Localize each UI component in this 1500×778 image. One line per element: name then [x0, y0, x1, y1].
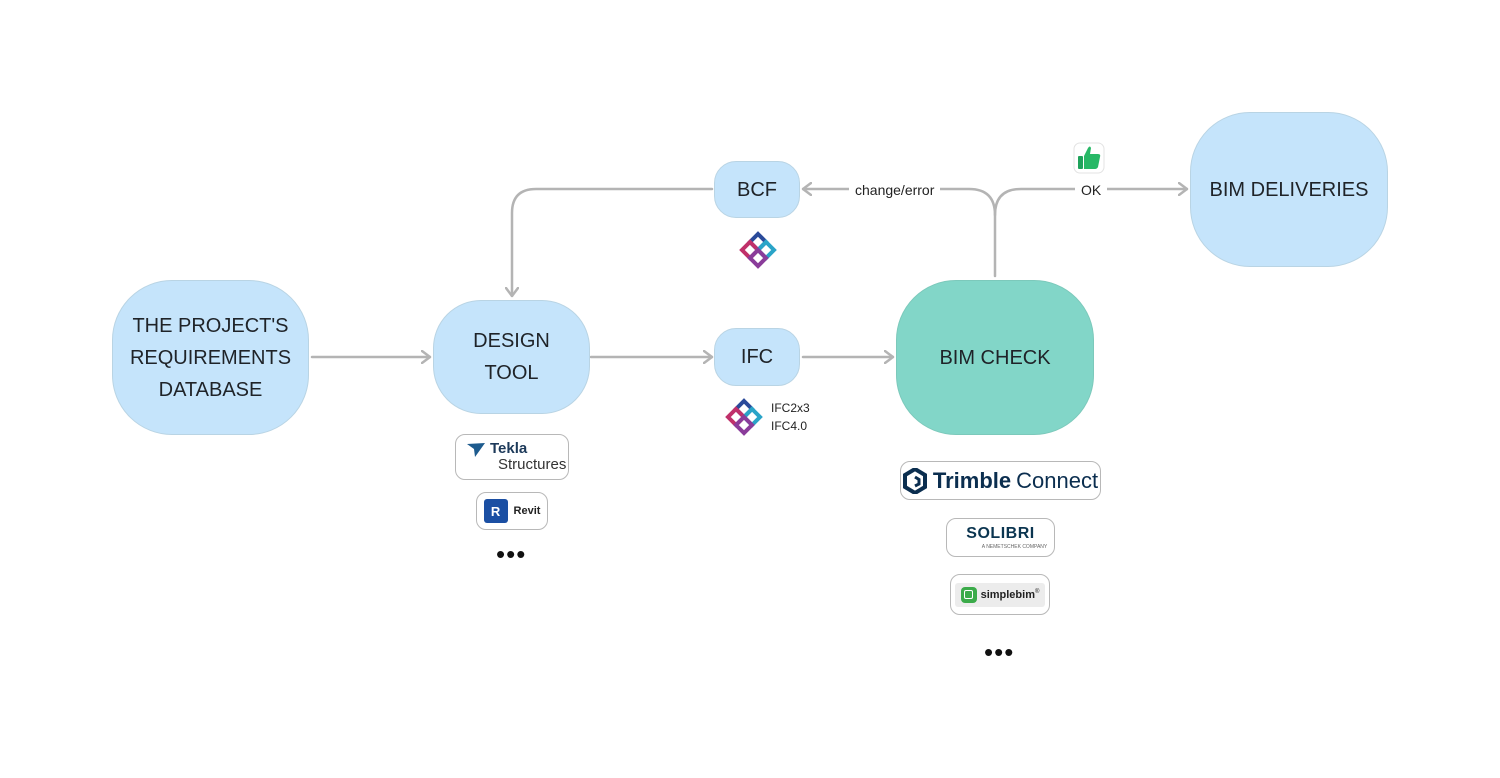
- structures-wordmark: Structures: [498, 456, 567, 473]
- simplebim-registered-mark: ®: [1034, 588, 1040, 595]
- tekla-structures-logo: Tekla Structures: [455, 434, 569, 480]
- ifc-version-item: IFC4.0: [771, 419, 808, 433]
- ifc-version-item: IFC2x3: [771, 401, 810, 415]
- thumbs-up-icon: [1073, 142, 1105, 174]
- tekla-icon: [467, 443, 485, 457]
- simplebim-wordmark: simplebim: [980, 588, 1035, 601]
- tekla-wordmark: Tekla: [490, 440, 528, 457]
- revit-icon: R: [483, 499, 508, 523]
- solibri-logo: SOLIBRI A NEMETSCHEK COMPANY: [946, 518, 1055, 557]
- buildingsmart-ifc-logo-icon: [739, 231, 777, 269]
- simplebim-icon: [960, 586, 977, 603]
- edge-label-ok: OK: [1075, 181, 1108, 199]
- trimble-icon: [902, 467, 927, 494]
- arrow-check-to-bcf: [801, 189, 997, 278]
- revit-wordmark: Revit: [513, 505, 541, 517]
- edge-label-change-error: change/error: [849, 181, 941, 199]
- solibri-tagline: A NEMETSCHEK COMPANY: [981, 543, 1048, 550]
- arrow-bcf-to-design: [512, 187, 714, 298]
- connect-wordmark: Connect: [1016, 467, 1099, 493]
- more-design-tools-ellipsis: •••: [496, 539, 527, 569]
- buildingsmart-ifc-logo-icon: [725, 398, 763, 436]
- trimble-wordmark: Trimble: [932, 467, 1012, 493]
- trimble-connect-logo: Trimble Connect: [900, 461, 1101, 500]
- ifc-version-list: IFC2x3 IFC4.0: [771, 399, 810, 435]
- revit-logo: R Revit: [476, 492, 548, 530]
- solibri-wordmark: SOLIBRI: [966, 524, 1035, 542]
- design-tool-node: DESIGN TOOL: [433, 300, 590, 414]
- bim-deliveries-node: BIM DELIVERIES: [1190, 112, 1388, 267]
- requirements-database-node: THE PROJECT'S REQUIREMENTS DATABASE: [112, 280, 309, 435]
- bim-check-node: BIM CHECK: [896, 280, 1094, 435]
- ifc-node: IFC: [714, 328, 800, 386]
- more-check-tools-ellipsis: •••: [984, 637, 1015, 667]
- bcf-node: BCF: [714, 161, 800, 218]
- simplebim-logo: simplebim ®: [950, 574, 1050, 615]
- arrow-check-to-deliveries: [993, 189, 1189, 217]
